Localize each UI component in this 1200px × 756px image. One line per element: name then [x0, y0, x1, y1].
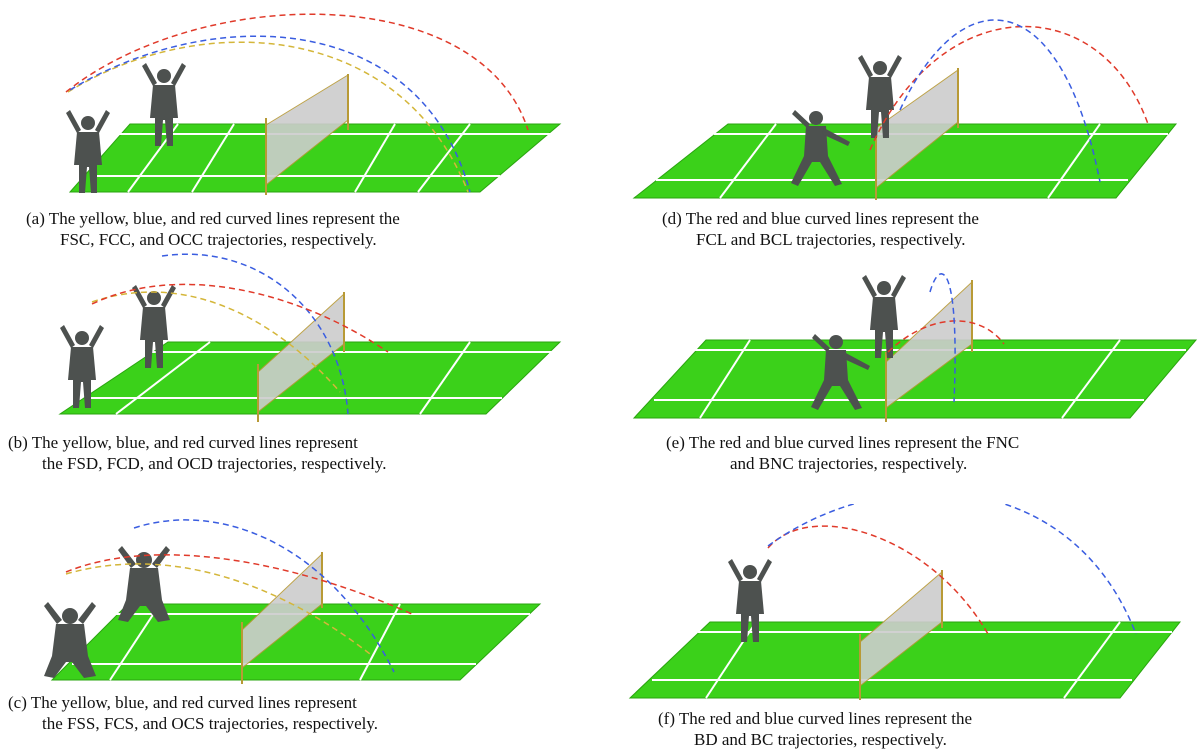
caption-c-line1: (c) The yellow, blue, and red curved lin…	[8, 693, 357, 712]
panel-a: (a) The yellow, blue, and red curved lin…	[0, 0, 600, 252]
trajectory-yellow	[67, 41, 469, 193]
panel-f-illustration	[628, 504, 1182, 700]
caption-f-line1: (f) The red and blue curved lines repres…	[658, 709, 973, 728]
trajectory-red	[65, 13, 529, 131]
caption-b: (b) The yellow, blue, and red curved lin…	[8, 432, 387, 474]
net	[859, 570, 943, 700]
trajectory-red	[887, 320, 1005, 353]
trajectory-blue	[69, 35, 471, 193]
caption-f-line2: BD and BC trajectories, respectively.	[694, 730, 947, 749]
caption-a: (a) The yellow, blue, and red curved lin…	[26, 208, 400, 250]
caption-e-line1: (e) The red and blue curved lines repres…	[666, 433, 1020, 452]
panel-e-illustration	[632, 273, 1198, 422]
court-lines	[90, 123, 553, 193]
panel-f: (f) The red and blue curved lines repres…	[600, 504, 1200, 756]
panel-c: (c) The yellow, blue, and red curved lin…	[0, 504, 600, 756]
net	[875, 68, 959, 200]
caption-c-line2: the FSS, FCS, and OCS trajectories, resp…	[42, 714, 379, 733]
trajectory-blue	[929, 273, 956, 403]
trajectory-blue	[161, 253, 349, 415]
panel-a-illustration	[65, 13, 562, 195]
trajectory-red	[65, 554, 413, 615]
caption-e: (e) The red and blue curved lines repres…	[666, 432, 1019, 474]
panel-d-illustration	[632, 19, 1178, 200]
net	[885, 280, 973, 422]
trajectory-red	[91, 283, 389, 353]
panel-c-illustration	[44, 519, 542, 684]
trajectory-blue	[767, 504, 1137, 635]
trajectory-yellow	[91, 291, 341, 393]
panel-d: (d) The red and blue curved lines repres…	[600, 0, 1200, 252]
caption-b-line2: the FSD, FCD, and OCD trajectories, resp…	[42, 454, 387, 473]
trajectory-red	[767, 525, 989, 635]
caption-c: (c) The yellow, blue, and red curved lin…	[8, 692, 378, 734]
caption-d-line1: (d) The red and blue curved lines repres…	[662, 209, 979, 228]
panel-b-illustration	[58, 253, 562, 422]
caption-f: (f) The red and blue curved lines repres…	[658, 708, 972, 750]
caption-d-line2: FCL and BCL trajectories, respectively.	[696, 230, 966, 249]
trajectory-red	[869, 26, 1149, 151]
panel-b: (b) The yellow, blue, and red curved lin…	[0, 252, 600, 504]
caption-a-line2: FSC, FCC, and OCC trajectories, respecti…	[60, 230, 377, 249]
court-lines	[90, 341, 552, 415]
caption-d: (d) The red and blue curved lines repres…	[662, 208, 979, 250]
caption-b-line1: (b) The yellow, blue, and red curved lin…	[8, 433, 358, 452]
panel-e: (e) The red and blue curved lines repres…	[600, 252, 1200, 504]
trajectory-yellow	[65, 563, 371, 655]
net	[265, 74, 349, 195]
trajectory-blue	[133, 519, 395, 673]
court-lines	[72, 603, 530, 681]
caption-e-line2: and BNC trajectories, respectively.	[730, 454, 968, 473]
trajectory-blue	[899, 19, 1101, 183]
caption-a-line1: (a) The yellow, blue, and red curved lin…	[26, 209, 400, 228]
court-lines	[652, 621, 1172, 699]
